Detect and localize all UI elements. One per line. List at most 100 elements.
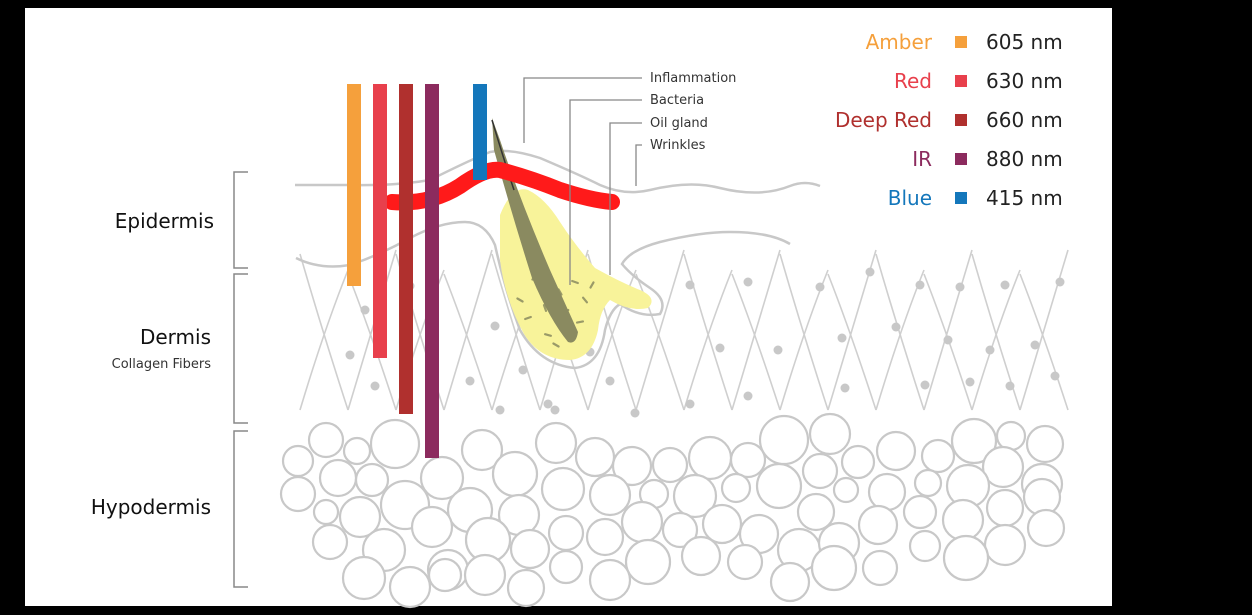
fat-cell	[369, 418, 421, 470]
wavelength-legend: Amber 605 nm Red 630 nm Deep Red 660 nm …	[835, 30, 1063, 210]
fat-cell	[279, 475, 317, 513]
bacterium	[524, 315, 532, 321]
fat-cell	[547, 514, 585, 552]
fat-cell	[680, 535, 722, 577]
fat-cell	[419, 455, 465, 501]
fat-cell	[506, 568, 546, 608]
fat-cell	[769, 561, 811, 603]
hair-shaft	[492, 118, 578, 343]
fat-cells	[279, 412, 1066, 609]
legend-wavelength-deep-red: 660 nm	[986, 108, 1063, 132]
collagen-node	[630, 408, 640, 418]
bacteria-callout: Bacteria	[650, 93, 704, 108]
fat-cell	[588, 473, 632, 517]
oil-gland-callout: Oil gland	[650, 116, 708, 131]
fat-cell	[861, 549, 899, 587]
fat-cell	[981, 445, 1025, 489]
oil-gland-callout-line	[609, 122, 642, 275]
legend-item-ir: IR 880 nm	[912, 147, 1063, 171]
bacterium	[571, 279, 579, 285]
collagen-node	[891, 322, 901, 332]
collagen-fibers	[299, 249, 1069, 418]
collagen-node	[743, 391, 753, 401]
inflammation-callout: Inflammation	[650, 71, 736, 86]
fat-cell	[651, 446, 689, 484]
wrinkles-callout: Wrinkles	[650, 138, 706, 153]
legend-item-red: Red 630 nm	[894, 69, 1063, 93]
fat-cell	[460, 428, 504, 472]
collagen-fiber	[971, 269, 1021, 411]
fat-cell	[534, 421, 578, 465]
fat-cell	[875, 430, 917, 472]
collagen-fiber	[731, 249, 781, 411]
fat-cell	[808, 412, 852, 456]
fat-cell	[810, 544, 858, 592]
inflammation-callout-line	[523, 77, 642, 143]
collagen-fiber	[1019, 273, 1069, 411]
legend-swatch-ir	[955, 153, 967, 165]
fat-cell	[796, 492, 836, 532]
collagen-node	[773, 345, 783, 355]
fat-cell	[720, 472, 752, 504]
amber-beam	[347, 84, 361, 286]
fat-cell	[701, 503, 743, 545]
legend-swatch-deep-red	[955, 114, 967, 126]
fat-cell	[832, 476, 860, 504]
collagen-fiber	[731, 273, 781, 411]
fat-cell	[920, 438, 956, 474]
collagen-node	[715, 343, 725, 353]
collagen-node	[915, 280, 925, 290]
collagen-fiber	[1019, 249, 1069, 411]
fat-cell	[388, 565, 432, 609]
fat-cell	[341, 555, 387, 601]
dermis-bracket	[233, 273, 248, 424]
collagen-fiber	[587, 269, 637, 411]
collagen-node	[1005, 381, 1015, 391]
fat-cell	[311, 523, 349, 561]
fat-cell	[342, 436, 372, 466]
fat-cell	[585, 517, 625, 557]
collagen-node	[685, 280, 695, 290]
fat-cell	[574, 436, 616, 478]
legend-label-ir: IR	[912, 147, 932, 171]
collagen-fiber	[299, 269, 349, 411]
collagen-node	[955, 282, 965, 292]
collagen-fiber	[683, 269, 733, 411]
legend-swatch-amber	[955, 36, 967, 48]
fat-cell	[1025, 424, 1065, 464]
collagen-node	[1055, 277, 1065, 287]
collagen-node	[360, 305, 370, 315]
bacterium	[575, 320, 585, 324]
fat-cell	[941, 498, 985, 542]
collagen-fiber	[923, 249, 973, 411]
fat-cell	[942, 534, 990, 582]
collagen-node	[965, 377, 975, 387]
fat-cell	[312, 498, 340, 526]
collagen-node	[345, 350, 355, 360]
collagen-node	[685, 399, 695, 409]
collagen-node	[920, 380, 930, 390]
hair-line	[491, 119, 515, 191]
collagen-fiber	[347, 273, 397, 411]
bacterium	[581, 296, 589, 304]
fat-cell	[985, 488, 1025, 528]
collagen-fiber	[971, 253, 1021, 411]
legend-label-red: Red	[894, 69, 932, 93]
collagen-node	[518, 365, 528, 375]
fat-cell	[463, 553, 507, 597]
fat-cell	[318, 458, 358, 498]
dermis-label: Dermis	[140, 325, 211, 349]
collagen-node	[837, 333, 847, 343]
bacterium	[589, 281, 595, 289]
legend-wavelength-red: 630 nm	[986, 69, 1063, 93]
fat-cell	[687, 435, 733, 481]
legend-label-blue: Blue	[888, 186, 932, 210]
collagen-node	[550, 405, 560, 415]
blue-beam	[473, 84, 487, 180]
fat-cell	[902, 494, 938, 530]
bacteria-callout-line	[569, 99, 642, 285]
legend-item-deep-red: Deep Red 660 nm	[835, 108, 1063, 132]
fat-cell	[908, 529, 942, 563]
legend-swatch-red	[955, 75, 967, 87]
